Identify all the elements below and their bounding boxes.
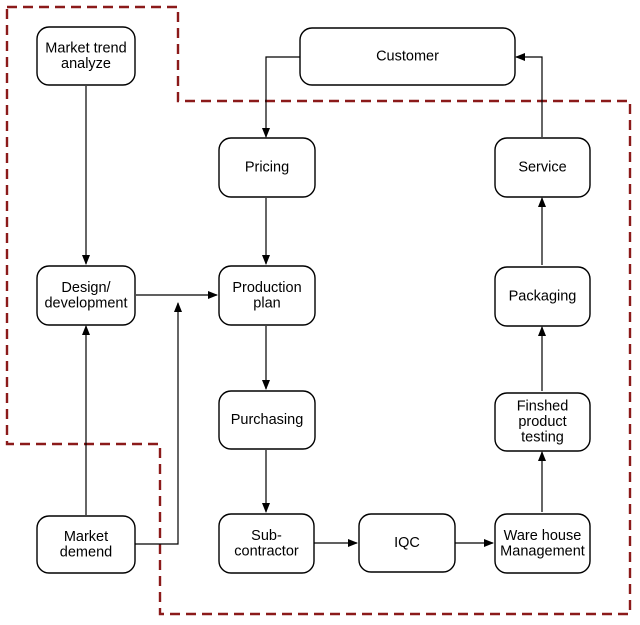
edge-customer-to-pricing bbox=[262, 56, 300, 138]
node-purchasing: Purchasing bbox=[218, 390, 316, 450]
node-pricing: Pricing bbox=[218, 137, 316, 198]
node-label-line: testing bbox=[521, 430, 564, 446]
node-label-line: Design/ bbox=[61, 280, 111, 296]
node-label-line: Packaging bbox=[509, 289, 577, 305]
node-customer: Customer bbox=[299, 27, 516, 86]
edge-market-demend-to-production bbox=[135, 302, 182, 545]
node-box bbox=[358, 513, 456, 573]
node-label-line: analyze bbox=[61, 56, 111, 72]
node-box bbox=[299, 27, 516, 86]
edge-service-to-customer bbox=[515, 53, 543, 137]
node-label-line: Market bbox=[64, 529, 108, 545]
node-box bbox=[218, 265, 316, 326]
node-label-line: development bbox=[44, 295, 127, 311]
node-label-line: Management bbox=[500, 543, 585, 559]
node-label-line: Market trend bbox=[45, 40, 126, 56]
node-label-line: Pricing bbox=[245, 160, 289, 176]
node-box bbox=[218, 390, 316, 450]
node-label-line: Purchasing bbox=[231, 412, 304, 428]
node-label-line: Production bbox=[232, 280, 301, 296]
node-box bbox=[36, 26, 136, 86]
node-label-line: Customer bbox=[376, 49, 439, 65]
node-design-development: Design/development bbox=[36, 265, 136, 326]
node-subcontractor: Sub-contractor bbox=[218, 513, 315, 574]
node-label-line: IQC bbox=[394, 535, 420, 551]
node-label-line: demend bbox=[60, 544, 112, 560]
node-box bbox=[494, 137, 591, 198]
edges bbox=[82, 53, 546, 547]
node-box bbox=[36, 515, 136, 574]
scope-boundary bbox=[5, 5, 632, 616]
node-label-line: contractor bbox=[234, 543, 299, 559]
node-label-line: plan bbox=[253, 295, 280, 311]
node-box bbox=[218, 137, 316, 198]
node-label-line: Sub- bbox=[251, 528, 282, 544]
node-label-line: Finshed bbox=[517, 399, 569, 415]
node-box bbox=[494, 513, 591, 574]
node-label-line: product bbox=[518, 414, 566, 430]
node-service: Service bbox=[494, 137, 591, 198]
node-box bbox=[36, 265, 136, 326]
node-packaging: Packaging bbox=[494, 266, 591, 327]
node-box bbox=[494, 392, 591, 452]
node-label-line: Service bbox=[518, 160, 566, 176]
node-box bbox=[494, 266, 591, 327]
node-label-line: Ware house bbox=[504, 528, 582, 544]
node-box bbox=[218, 513, 315, 574]
node-iqc: IQC bbox=[358, 513, 456, 573]
